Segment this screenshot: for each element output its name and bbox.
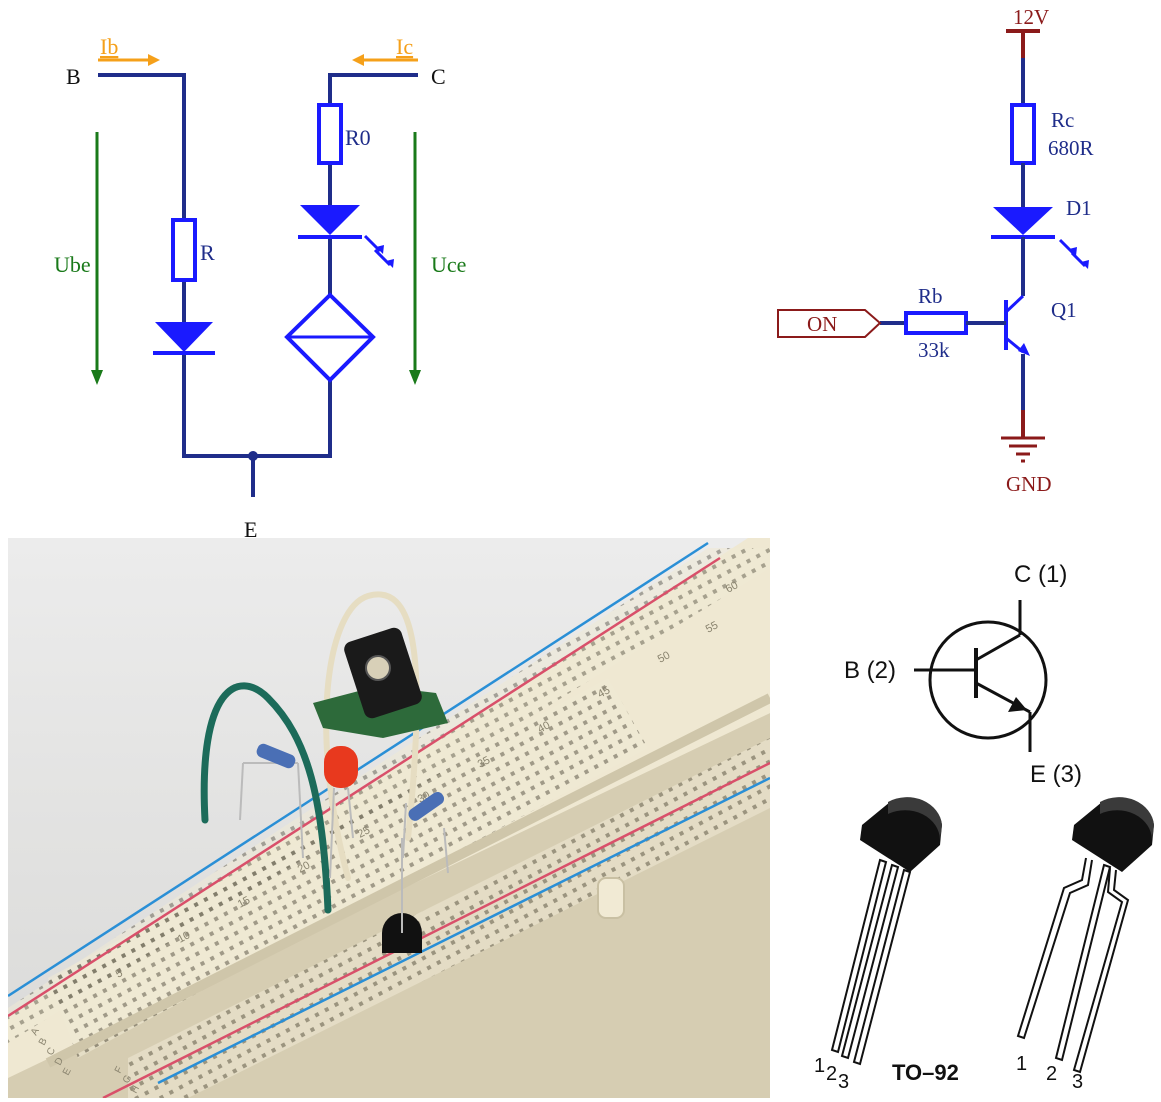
- row-letter: D: [53, 1056, 66, 1068]
- left-pin-2: 2: [826, 1063, 837, 1085]
- package-name: TO–92: [892, 1060, 959, 1085]
- to92-straight-leads: [830, 797, 942, 1066]
- column-number: 50: [656, 649, 672, 665]
- base-resistor: [904, 311, 968, 335]
- emitter-arrow: [1008, 697, 1027, 712]
- led-driver-schematic: 12V Rc 680R D1 Q1 ON Rb 33k GND: [760, 0, 1161, 520]
- row-letter: C: [45, 1046, 58, 1058]
- row-letter: B: [37, 1036, 50, 1047]
- right-pin-1: 1: [1016, 1053, 1027, 1075]
- ground-symbol: [1001, 436, 1045, 463]
- base-voltage-label: Ube: [54, 252, 91, 277]
- top-red-rail: [8, 556, 721, 1018]
- right-pin-2: 2: [1046, 1063, 1057, 1085]
- left-pin-1: 1: [814, 1055, 825, 1077]
- rb-value-label: 33k: [918, 338, 950, 362]
- base-resistor-label: R: [200, 240, 215, 265]
- row-letter: A: [29, 1026, 42, 1037]
- column-number: 35: [476, 754, 492, 770]
- column-number: 60: [724, 579, 740, 595]
- transistor-label: Q1: [1051, 298, 1077, 322]
- red-led: [324, 746, 358, 788]
- column-number: 15: [236, 894, 252, 910]
- led-diode: [993, 207, 1053, 235]
- input-port-on: [777, 309, 882, 338]
- base-resistor: [171, 218, 197, 282]
- transistor-symbol-package: C (1) B (2) E (3) 1 2 3 1 2 3 TO–92: [780, 540, 1161, 1098]
- base-pin-label: B (2): [844, 657, 896, 684]
- bottom-red-rail: [102, 761, 770, 1098]
- resistor-2: [408, 791, 445, 821]
- input-port-label: ON: [807, 312, 837, 336]
- breadboard-photo: 5 10 15 20 25 30 35 40 45 50 55 60 A B C…: [8, 538, 770, 1098]
- led-diode: [300, 205, 360, 235]
- column-number: 40: [536, 719, 552, 735]
- collector-resistor: [317, 103, 343, 165]
- collector-terminal-label: C: [431, 64, 446, 89]
- breadboard-side: [8, 713, 770, 1098]
- led-light-arrows: [363, 234, 392, 267]
- resistor-1: [256, 743, 296, 769]
- collector-current-label: Ic: [396, 34, 413, 59]
- collector-pin-label: C (1): [1014, 561, 1067, 588]
- bottom-blue-rail: [157, 776, 770, 1085]
- transistor-model-diagram: B C E Ib Ic Ube Uce R R0: [0, 0, 520, 540]
- collector-resistor: [1010, 103, 1036, 165]
- column-number: 10: [176, 929, 192, 945]
- transistor-symbol-circle: [928, 620, 1048, 740]
- column-number: 5: [114, 967, 125, 980]
- emitter-terminal-label: E: [244, 517, 257, 540]
- column-number: 20: [296, 859, 312, 875]
- column-number: 55: [704, 619, 720, 635]
- collector-resistor-label: R0: [345, 125, 371, 150]
- supply-label: 12V: [1013, 5, 1049, 29]
- green-jumper-wire: [200, 682, 332, 914]
- right-pin-3: 3: [1072, 1071, 1083, 1093]
- base-current-label: Ib: [100, 34, 118, 59]
- diode-label: D1: [1066, 196, 1092, 220]
- emitter-junction: [248, 451, 258, 461]
- rc-name-label: Rc: [1051, 108, 1074, 132]
- row-letter: E: [61, 1066, 74, 1077]
- emitter-pin-label: E (3): [1030, 761, 1082, 788]
- to92-bent-leads: [1016, 797, 1154, 1074]
- left-pin-3: 3: [838, 1071, 849, 1093]
- base-terminal-label: B: [66, 64, 81, 89]
- rb-name-label: Rb: [918, 284, 943, 308]
- collector-voltage-label: Uce: [431, 252, 466, 277]
- transistor-collector-leg: [1004, 294, 1025, 314]
- row-letter: F: [113, 1065, 126, 1076]
- column-number: 25: [356, 824, 372, 840]
- base-diode: [155, 322, 213, 352]
- row-letter: H: [129, 1084, 142, 1096]
- ground-label: GND: [1006, 472, 1052, 496]
- rc-value-label: 680R: [1048, 136, 1094, 160]
- column-number: 45: [596, 684, 612, 700]
